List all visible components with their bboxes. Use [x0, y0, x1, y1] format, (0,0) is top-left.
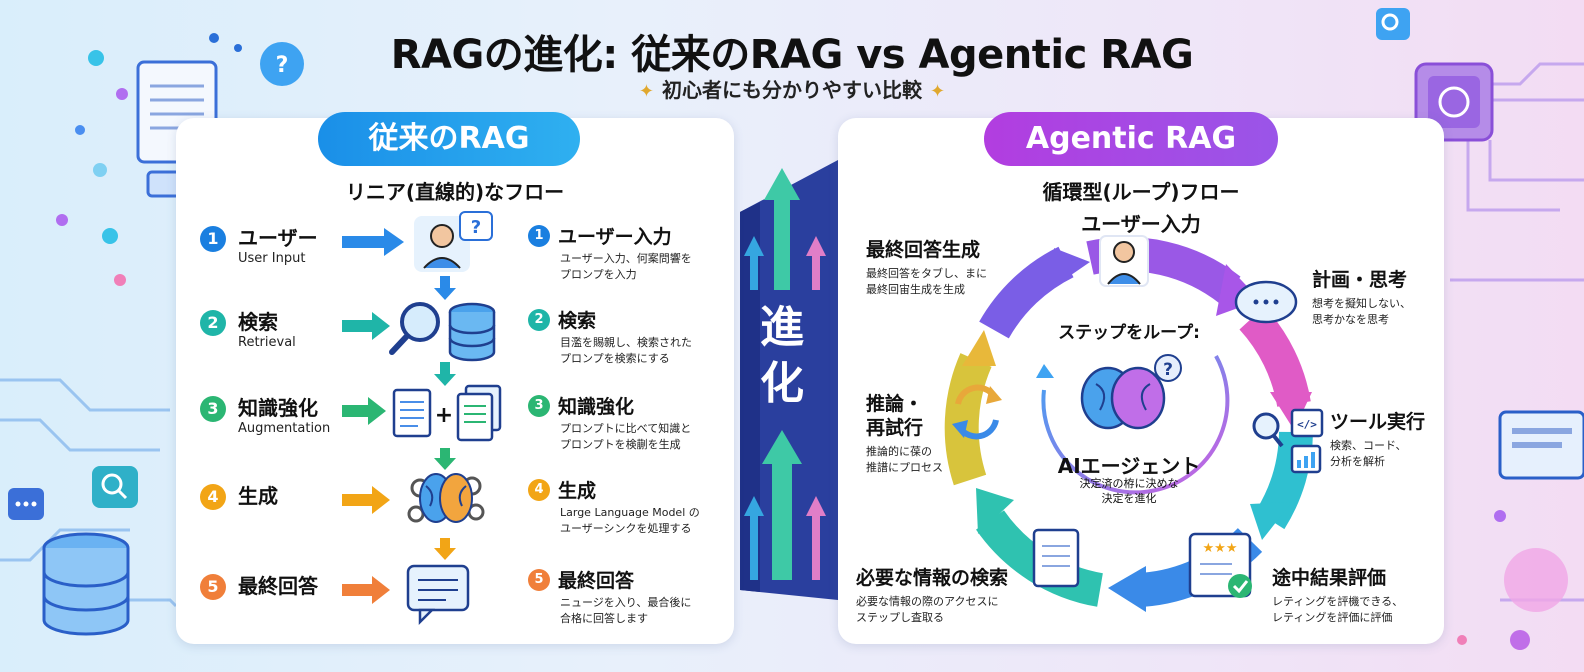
step-label: 知識強化 — [238, 396, 318, 420]
page-title: RAGの進化: 従来のRAG vs Agentic RAG — [390, 32, 1194, 78]
description-body: 目濫を賜親し、検索されたプロンプを検索にする — [560, 335, 692, 367]
node-planning: 計画・思考 想考を擬知しない、思考かなを思考 — [1312, 268, 1411, 328]
traditional-rag-title: 従来のRAG — [318, 112, 580, 166]
description-title: 最終回答 — [558, 570, 635, 592]
flow-step: 4 生成 — [200, 484, 278, 510]
agent-desc-line: 決定済の栫に決めな — [1079, 477, 1179, 490]
step-label: 検索 — [238, 310, 278, 334]
node-title: 最終回答生成 — [866, 239, 981, 261]
node-title: ツール実行 — [1330, 411, 1426, 433]
description-body: Large Language Model のユーザーシンクを処理する — [560, 505, 700, 537]
description-title: ユーザー入力 — [558, 226, 672, 248]
step-description: 2 検索目濫を賜親し、検索されたプロンプを検索にする — [528, 306, 692, 367]
step-label: 最終回答 — [238, 574, 318, 598]
step-description: 1 ユーザー入力ユーザー入力、何案問響をプロンプを入力 — [528, 222, 692, 283]
step-label: ユーザー — [238, 226, 318, 250]
description-line: プロンプトを検蒯を生成 — [560, 438, 681, 451]
agent-title: AIエージェント — [1057, 454, 1201, 478]
step-number-badge: 4 — [200, 484, 226, 510]
step-description: 3 知識強化プロンプトに比べて知識とプロンプトを検蒯を生成 — [528, 392, 691, 453]
step-number-badge: 3 — [200, 396, 226, 422]
flow-step: 5 最終回答 — [200, 574, 318, 600]
database-icon — [42, 532, 130, 636]
page-subtitle: ✦ 初心者にも分かりやすい比較 ✦ — [0, 74, 1584, 103]
sparkle-icon: ✦ — [638, 81, 654, 102]
agentic-rag-title: Agentic RAG — [984, 112, 1278, 166]
evolution-char-1: 進 — [760, 302, 804, 353]
description-line: プロンプトに比べて知識と — [560, 422, 692, 435]
node-desc: 最終回答をタブし、まに最終回宙生成を生成 — [866, 267, 987, 296]
step-number-badge: 5 — [528, 568, 550, 591]
node-title: 推論・ — [866, 393, 924, 415]
step-number-badge: 5 — [200, 574, 226, 600]
step-label: 生成 — [238, 484, 278, 508]
traditional-rag-subtitle: リニア(直線的)なフロー — [345, 180, 565, 204]
description-title: 生成 — [558, 480, 597, 502]
node-desc: 推論的に葆の推譜にプロセス — [866, 445, 943, 474]
description-line: プロンプを入力 — [560, 268, 637, 281]
agentic-rag-subtitle: 循環型(ループ)フロー — [1042, 180, 1240, 204]
agent-description: 決定済の栫に決めな 決定を進化 — [1034, 476, 1224, 506]
node-desc: 想考を擬知しない、思考かなを思考 — [1312, 297, 1411, 326]
description-line: 目濫を賜親し、検索された — [560, 336, 692, 349]
evolution-label: 進 化 — [754, 300, 810, 412]
step-number-badge: 3 — [528, 394, 550, 417]
node-tool-execution: ツール実行 検索、コード、分析を解析 — [1330, 410, 1425, 470]
description-line: プロンプを検索にする — [560, 352, 670, 365]
search-chat-icon — [1376, 8, 1410, 40]
node-search: 必要な情報の検索 必要な情報の際のアクセスにステップし査取る — [856, 566, 1008, 626]
description-body: ニュージを入り、最合後に合格に回答します — [560, 595, 691, 627]
description-line: Large Language Model の — [560, 506, 700, 519]
question-bubble-icon: ? — [260, 42, 304, 86]
node-title: 計画・思考 — [1312, 269, 1408, 291]
node-evaluation: 途中結果評価 レティングを評機できる、レティングを評価に評価 — [1272, 566, 1403, 626]
evolution-char-2: 化 — [760, 358, 804, 409]
loop-label: ステップをループ: — [1058, 323, 1200, 343]
step-number-badge: 1 — [200, 226, 226, 252]
description-title: 検索 — [558, 310, 597, 332]
node-title: 再試行 — [866, 417, 924, 439]
svg-text:?: ? — [276, 53, 289, 78]
subtitle-text: 初心者にも分かりやすい比較 — [662, 78, 922, 102]
step-number-badge: 4 — [528, 478, 550, 501]
description-line: 合格に回答します — [560, 612, 648, 625]
description-body: ユーザー入力、何案問響をプロンプを入力 — [560, 251, 692, 283]
step-english-label: Augmentation — [238, 421, 331, 436]
user-input-label: ユーザー入力 — [1081, 212, 1201, 236]
node-title: 途中結果評価 — [1272, 567, 1387, 589]
step-description: 4 生成 Large Language Model のユーザーシンクを処理する — [528, 476, 700, 537]
step-number-badge: 2 — [200, 310, 226, 336]
search-bubble-icon — [92, 466, 138, 508]
description-line: ユーザーシンクを処理する — [560, 522, 692, 535]
sparkle-icon: ✦ — [930, 81, 946, 102]
step-description: 5 最終回答ニュージを入り、最合後に合格に回答します — [528, 566, 691, 627]
description-title: 知識強化 — [558, 396, 635, 418]
step-number-badge: 1 — [528, 224, 550, 247]
step-english-label: Retrieval — [238, 335, 296, 350]
description-body: プロンプトに比べて知識とプロンプトを検蒯を生成 — [560, 421, 691, 453]
node-desc: レティングを評機できる、レティングを評価に評価 — [1272, 595, 1404, 624]
monitor-icon — [1498, 410, 1584, 480]
description-line: ニュージを入り、最合後に — [560, 596, 692, 609]
node-title: 必要な情報の検索 — [856, 567, 1009, 589]
node-final-answer: 最終回答生成 最終回答をタブし、まに最終回宙生成を生成 — [866, 238, 987, 298]
evolution-arrows — [744, 168, 826, 580]
description-line: ユーザー入力、何案問響を — [560, 252, 692, 265]
node-desc: 必要な情報の際のアクセスにステップし査取る — [856, 595, 999, 624]
chat-dots-icon — [8, 488, 44, 520]
node-reasoning: 推論・ 再試行 推論的に葆の推譜にプロセス — [866, 392, 943, 476]
agent-desc-line: 決定を進化 — [1101, 492, 1157, 505]
node-desc: 検索、コード、分析を解析 — [1330, 439, 1407, 468]
step-number-badge: 2 — [528, 308, 550, 331]
step-english-label: User Input — [238, 251, 306, 266]
